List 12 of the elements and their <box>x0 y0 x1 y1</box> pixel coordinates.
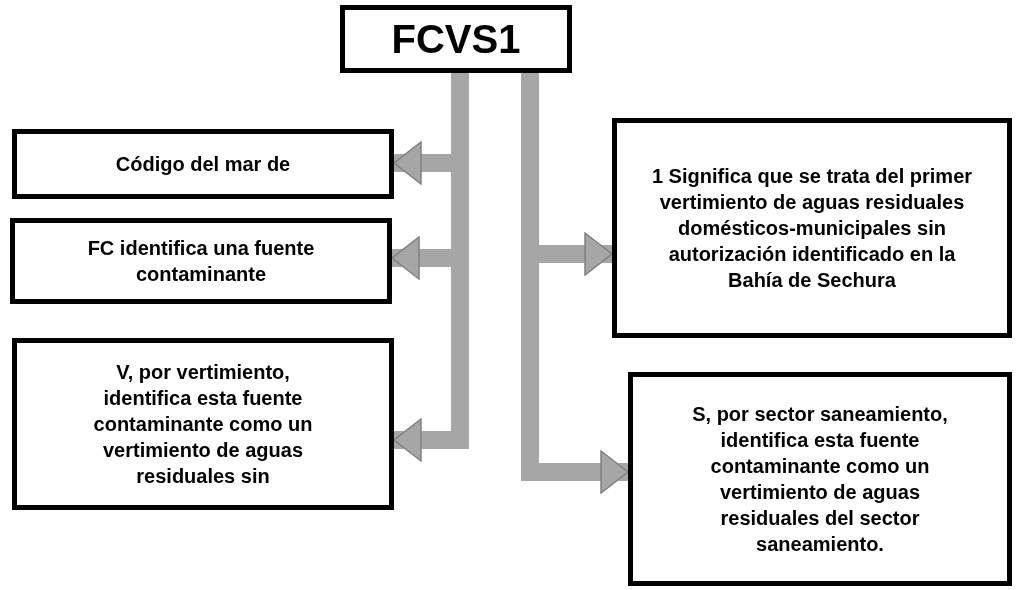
box-text: FC identifica una fuente contaminante <box>86 236 316 287</box>
box-text: FCVS1 <box>391 16 521 63</box>
box-text: S, por sector saneamiento, identifica esta fuente contaminante como un vertimiento de aguas residuales del sector saneamiento. <box>691 402 949 557</box>
text-box <box>10 218 392 304</box>
text-box <box>612 118 1012 338</box>
title-box <box>340 5 572 73</box>
text-box <box>628 372 1012 586</box>
box-text: 1 Significa que se trata del primer vertimiento de aguas residuales domésticos-municipales sin autorización identificado en la Bahía de Sechura <box>650 164 974 293</box>
text-box <box>12 338 394 510</box>
box-text: V, por vertimiento, identifica esta fuente contaminante como un vertimiento de aguas residuales sin <box>92 360 314 489</box>
box-text: Código del mar de <box>115 152 291 177</box>
text-box <box>12 129 394 199</box>
